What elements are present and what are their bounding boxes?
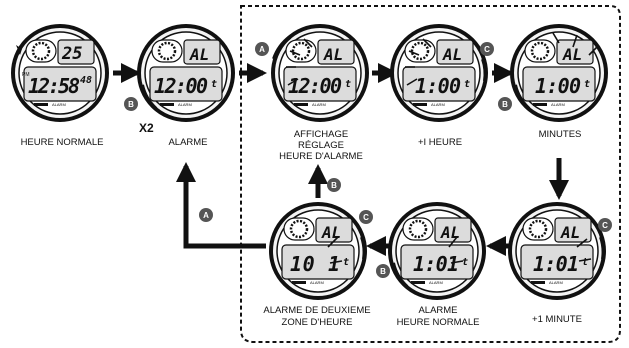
- watch-plus-minute: AL 1:01 t ALARM: [508, 202, 606, 300]
- time-display: 1:01: [533, 252, 579, 276]
- al-display: AL: [321, 223, 341, 242]
- svg-text:B: B: [128, 100, 134, 109]
- seconds-display: t: [211, 79, 217, 90]
- caption-alarme: ALARME: [168, 137, 207, 148]
- seconds-display: 48: [80, 75, 92, 86]
- badge-c: C: [598, 218, 612, 232]
- seconds-display: t: [584, 79, 590, 90]
- al-display: AL: [442, 45, 462, 64]
- caption-heure-normale: HEURE NORMALE: [21, 137, 104, 148]
- time-display: 1:00: [535, 74, 581, 98]
- watch-alarme-heure-normale: AL 1:01 t ALARM: [388, 202, 486, 300]
- svg-text:C: C: [363, 213, 369, 222]
- caption-affichage-2: RÉGLAGE: [298, 140, 344, 151]
- watch-affichage-reglage: AL 12:00 t ALARM: [271, 24, 369, 122]
- badge-b: B: [124, 97, 138, 111]
- alarm-label: ALARM: [429, 280, 443, 285]
- al-display: AL: [440, 223, 460, 242]
- svg-text:B: B: [502, 100, 508, 109]
- alarm-label: ALARM: [431, 102, 445, 107]
- caption-alarme-hn-2: HEURE NORMALE: [397, 317, 480, 328]
- svg-text:A: A: [203, 211, 209, 220]
- al-display: AL: [562, 45, 582, 64]
- al-display: AL: [189, 45, 209, 64]
- badge-c: C: [480, 42, 494, 56]
- al-display: AL: [323, 45, 343, 64]
- time-display: 12:00: [154, 74, 208, 98]
- caption-affichage-3: HEURE D'ALARME: [279, 151, 363, 162]
- watch-deuxieme-zone: AL 10 1 t ALARM: [269, 202, 367, 300]
- seconds-display: t: [343, 257, 349, 268]
- badge-b: B: [498, 97, 512, 111]
- alarm-label: ALARM: [52, 102, 66, 107]
- watch-heure-normale: 25 PM 12:58 48 ALARM: [11, 24, 109, 122]
- seconds-display: t: [462, 257, 468, 268]
- seconds-display: t: [464, 79, 470, 90]
- svg-text:A: A: [259, 45, 265, 54]
- caption-affichage-1: AFFICHAGE: [294, 129, 348, 140]
- pm-indicator: PM: [22, 72, 30, 78]
- caption-deuxieme-2: ZONE D'HEURE: [282, 317, 353, 328]
- alarm-label: ALARM: [551, 102, 565, 107]
- badge-a: A: [199, 208, 213, 222]
- badge-b: B: [376, 264, 390, 278]
- al-display: AL: [560, 223, 580, 242]
- badge-c: C: [359, 210, 373, 224]
- svg-text:B: B: [331, 181, 337, 190]
- time-display: 10 1: [290, 252, 340, 276]
- caption-deuxieme-1: ALARME DE DEUXIEME: [263, 305, 370, 316]
- caption-plus-heure: +I HEURE: [418, 137, 462, 148]
- time-display: 12:00: [288, 74, 342, 98]
- date-display: 25: [61, 44, 82, 64]
- badge-b: B: [327, 178, 341, 192]
- setting-mode-boundary: [240, 5, 621, 343]
- watch-alarme: AL 12:00 t ALARM: [137, 24, 235, 122]
- arrow-8-2: [176, 162, 266, 249]
- alarm-label: ALARM: [312, 102, 326, 107]
- badge-a: A: [255, 42, 269, 56]
- caption-plus-minute: +1 MINUTE: [532, 314, 582, 325]
- seconds-display: t: [345, 79, 351, 90]
- caption-minutes: MINUTES: [539, 129, 582, 140]
- watch-plus-heure: AL 1:00 t ALARM: [390, 24, 488, 122]
- time-display: 1:01: [413, 252, 459, 276]
- seconds-display: t: [582, 257, 588, 268]
- caption-alarme-hn-1: ALARME: [418, 305, 457, 316]
- time-display: 12:58: [28, 74, 80, 98]
- svg-text:B: B: [380, 267, 386, 276]
- svg-text:C: C: [602, 221, 608, 230]
- alarm-label: ALARM: [310, 280, 324, 285]
- press-count: X2: [139, 121, 154, 135]
- svg-text:C: C: [484, 45, 490, 54]
- watch-minutes: AL 1:00 t ALARM: [510, 24, 608, 122]
- alarm-label: ALARM: [178, 102, 192, 107]
- time-display: 1:00: [415, 74, 461, 98]
- alarm-label: ALARM: [549, 280, 563, 285]
